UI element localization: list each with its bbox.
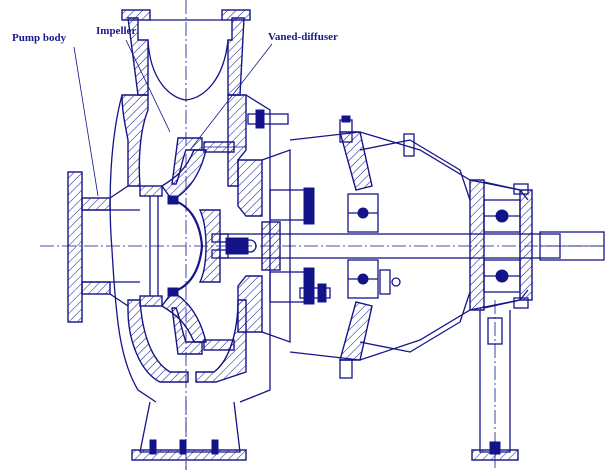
label-impeller: Impeller [96,25,137,37]
label-pump-body: Pump body [12,32,67,44]
label-vaned-diffuser: Vaned-diffuser [268,31,338,43]
pump-foot [131,400,247,470]
suction-flange [67,171,140,323]
bearing-frame [289,131,533,361]
inboard-bearing [347,193,379,299]
bolts [211,109,529,379]
suction-eye [139,185,163,307]
casing-cover [237,149,315,343]
vaned-diffuser [171,137,246,355]
outboard-bearing [483,199,521,293]
support-leg [471,300,519,470]
callout-leaders [73,39,273,197]
pump-shaft [219,231,605,261]
